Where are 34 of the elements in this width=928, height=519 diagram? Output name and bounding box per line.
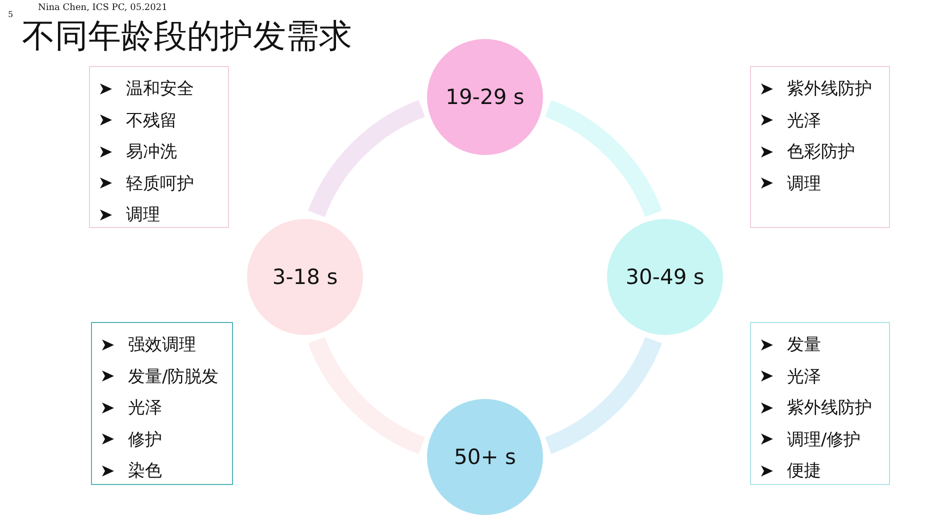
author-date-note: Nina Chen, ICS PC, 05.2021 xyxy=(38,3,168,13)
list-item: 发量/防脱发 xyxy=(128,366,219,388)
list-item: 紫外线防护 xyxy=(787,397,872,420)
list-item: 调理/修护 xyxy=(787,428,861,451)
age-label: 50+ s xyxy=(454,444,516,471)
list-item: 染色 xyxy=(128,460,162,482)
list-item: 光泽 xyxy=(128,397,162,420)
list-item: 调理 xyxy=(787,172,821,195)
list-item: 光泽 xyxy=(787,366,821,388)
age-label: 3-18 s xyxy=(272,264,338,291)
needs-list-box xyxy=(750,322,890,485)
list-item: 紫外线防护 xyxy=(787,78,872,100)
list-item: 发量 xyxy=(787,334,821,356)
page-number: 5 xyxy=(8,10,14,19)
list-item: 修护 xyxy=(128,428,162,451)
list-item: 轻质呵护 xyxy=(126,172,194,195)
list-item: 不残留 xyxy=(126,110,177,132)
needs-list-box xyxy=(91,322,233,485)
list-item: 温和安全 xyxy=(126,78,194,100)
ring-arc xyxy=(308,336,426,454)
slide-title: 不同年龄段的护发需求 xyxy=(22,15,352,57)
list-item: 强效调理 xyxy=(128,334,196,356)
list-item: 便捷 xyxy=(787,460,821,482)
ring-arc xyxy=(544,336,662,454)
age-label: 30-49 s xyxy=(626,264,704,291)
needs-list-box xyxy=(89,66,229,228)
list-item: 光泽 xyxy=(787,110,821,132)
age-label: 19-29 s xyxy=(446,84,524,111)
needs-list-box xyxy=(750,66,890,228)
ring-arc xyxy=(544,100,662,218)
ring-arc xyxy=(308,100,426,218)
list-item: 易冲洗 xyxy=(126,141,177,164)
list-item: 调理 xyxy=(126,204,160,226)
list-item: 色彩防护 xyxy=(787,141,855,164)
